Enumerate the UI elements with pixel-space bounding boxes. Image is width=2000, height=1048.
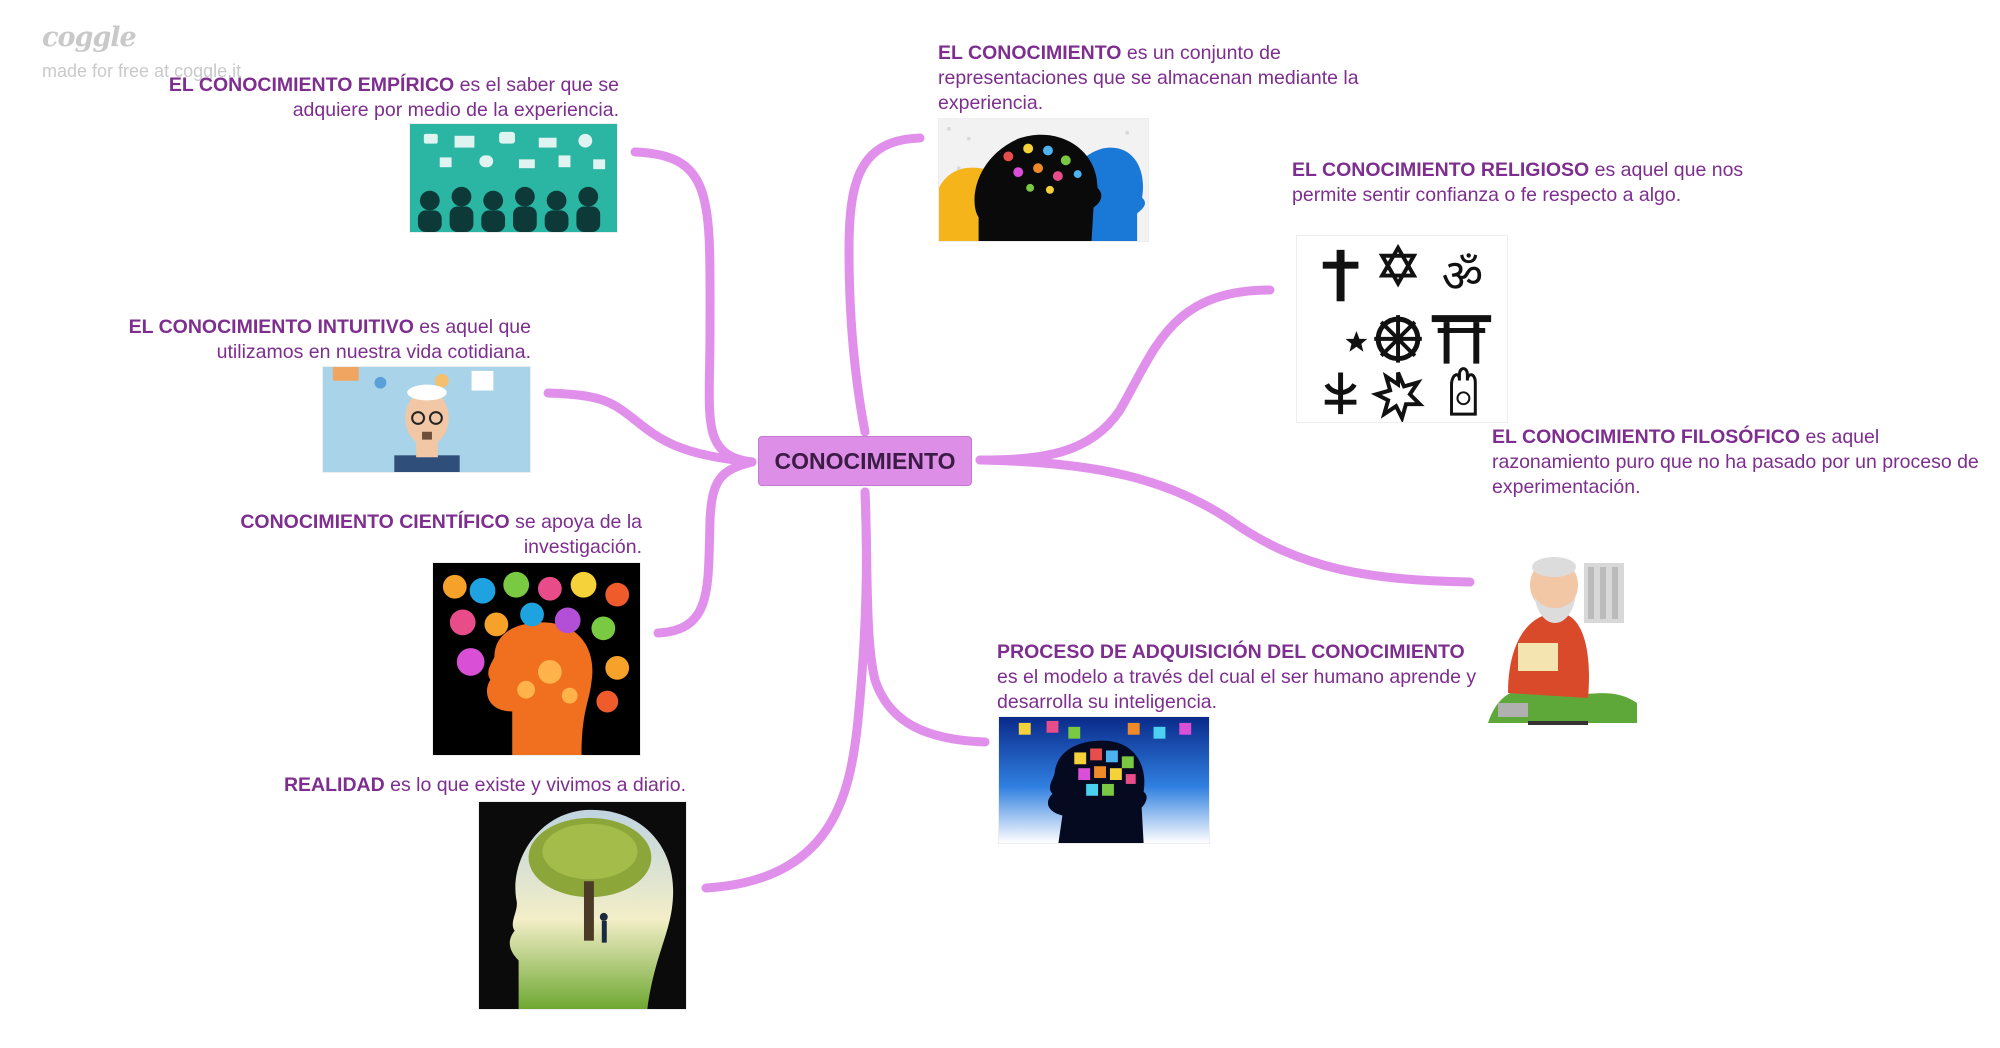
branch-cientifico — [653, 457, 757, 638]
central-node[interactable]: CONOCIMIENTO — [758, 436, 972, 486]
node-filosofico-text[interactable]: EL CONOCIMIENTO FILOSÓFICO es aquel razo… — [1492, 425, 1982, 500]
node-description: es el saber que se adquiere por medio de… — [292, 74, 619, 121]
branch-empirico — [630, 147, 757, 467]
node-religioso-text[interactable]: EL CONOCIMIENTO RELIGIOSO es aquel que n… — [1292, 158, 1802, 208]
node-title: EL CONOCIMIENTO EMPÍRICO — [168, 74, 455, 96]
node-description: es aquel que utilizamos en nuestra vida … — [216, 316, 531, 363]
node-description: es el modelo a través del cual el ser hu… — [997, 666, 1477, 713]
branch-conocimiento — [844, 133, 925, 437]
node-title: EL CONOCIMIENTO INTUITIVO — [128, 316, 414, 338]
central-node-label: CONOCIMIENTO — [774, 447, 956, 474]
node-description: es aquel razonamiento puro que no ha pas… — [1492, 426, 1979, 498]
node-title: EL CONOCIMIENTO FILOSÓFICO — [1492, 426, 1801, 448]
branch-realidad — [701, 487, 871, 893]
node-realidad-text[interactable]: REALIDAD es lo que existe y vivimos a di… — [230, 773, 686, 798]
node-title: PROCESO DE ADQUISICIÓN DEL CONOCIMIENTO — [997, 641, 1465, 663]
node-intuitivo-text[interactable]: EL CONOCIMIENTO INTUITIVO es aquel que u… — [80, 315, 531, 365]
node-title: EL CONOCIMIENTO RELIGIOSO — [1292, 159, 1590, 181]
coggle-tagline: made for free at coggle.it — [42, 61, 242, 81]
branch-filosofico — [975, 455, 1475, 587]
image-proceso — [998, 716, 1210, 844]
node-description: es lo que existe y vivimos a diario. — [384, 774, 686, 796]
node-description: es un conjunto de representaciones que s… — [938, 42, 1359, 114]
svg-text:ॐ: ॐ — [1442, 249, 1484, 302]
coggle-logo: coggle — [42, 22, 137, 53]
branch-proceso — [860, 487, 990, 747]
node-arrow-left — [744, 457, 752, 462]
node-description: es aquel que nos permite sentir confianz… — [1292, 159, 1744, 206]
branch-religioso — [975, 285, 1275, 465]
image-conocimiento — [938, 118, 1149, 242]
node-conocimiento-text[interactable]: EL CONOCIMIENTO es un conjunto de repres… — [938, 41, 1408, 116]
node-title: CONOCIMIENTO CIENTÍFICO — [240, 511, 510, 533]
coggle-watermark[interactable]: coggle made for free at coggle.it — [42, 22, 241, 82]
node-title: REALIDAD — [283, 774, 385, 796]
branch-intuitivo — [543, 388, 757, 467]
image-empirico — [409, 123, 618, 233]
image-cientifico — [432, 562, 641, 756]
image-religioso: ॐ — [1296, 235, 1508, 423]
node-cientifico-text[interactable]: CONOCIMIENTO CIENTÍFICO se apoya de la i… — [160, 510, 642, 560]
node-empirico-text[interactable]: EL CONOCIMIENTO EMPÍRICO es el saber que… — [108, 73, 619, 123]
node-description: se apoya de la investigación. — [509, 511, 642, 558]
node-proceso-text[interactable]: PROCESO DE ADQUISICIÓN DEL CONOCIMIENTO … — [997, 640, 1479, 715]
image-realidad — [478, 801, 687, 1010]
node-title: EL CONOCIMIENTO — [938, 42, 1122, 64]
image-intuitivo — [322, 366, 531, 473]
image-filosofico — [1488, 523, 1637, 728]
